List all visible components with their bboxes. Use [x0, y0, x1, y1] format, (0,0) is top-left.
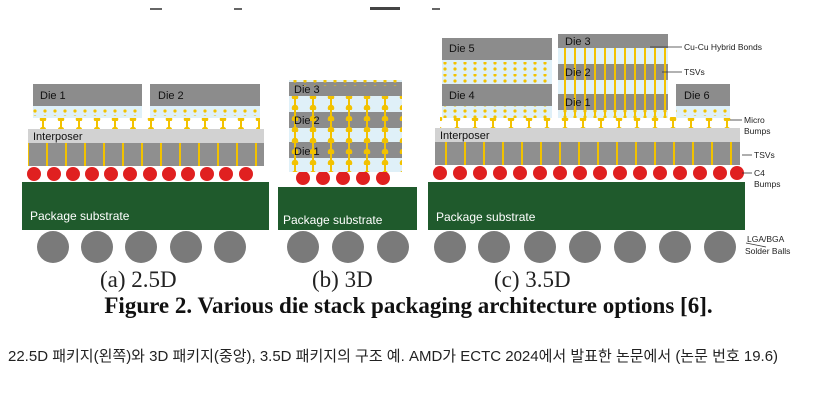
solder-balls-a: [37, 231, 246, 263]
die-2-label-c: Die 2: [565, 67, 591, 79]
c4-bumps-b: [296, 171, 390, 185]
lga-bga-label: LGA/BGA: [747, 234, 785, 244]
hybrid-bonds-label: Cu-Cu Hybrid Bonds: [684, 42, 762, 52]
die-1-label-b: Die 1: [294, 146, 320, 158]
die-5-4-stack-c: [442, 38, 552, 118]
die-2-label-a: Die 2: [158, 90, 184, 102]
interposer-label-a: Interposer: [33, 131, 83, 143]
die-3-label-c: Die 3: [565, 36, 591, 48]
panel-2-5d: Package substrate Interposer Die 1: [22, 84, 269, 263]
c4-bumps-label-1: C4: [754, 168, 765, 178]
die-1-label-c: Die 1: [565, 97, 591, 109]
panel-3d: Package substrate Die 3 Die 2 Die 1: [278, 80, 417, 263]
die-1-label-a: Die 1: [40, 90, 66, 102]
die-2-a: [150, 84, 260, 118]
die-stack-b: [289, 80, 402, 172]
subfigure-label-b: (b) 3D: [312, 267, 373, 292]
c4-bumps-c: [433, 166, 744, 180]
micro-bumps-label-2: Bumps: [744, 126, 770, 136]
package-substrate-a: [22, 182, 269, 230]
die-1-a: [33, 84, 142, 118]
solder-balls-b: [287, 231, 409, 263]
die-6-label-c: Die 6: [684, 90, 710, 102]
solder-balls-c: [434, 231, 736, 263]
package-substrate-c: [428, 182, 745, 230]
package-substrate-label-b: Package substrate: [283, 213, 383, 227]
packaging-diagram: Package substrate Interposer Die 1: [22, 7, 790, 292]
package-substrate-label-c: Package substrate: [436, 210, 536, 224]
solder-balls-label: Solder Balls: [745, 246, 790, 256]
subfigure-label-a: (a) 2.5D: [100, 267, 177, 292]
subfigure-label-c: (c) 3.5D: [494, 267, 571, 292]
figure-title: Figure 2. Various die stack packaging ar…: [104, 293, 713, 318]
annotation-lines: [650, 46, 767, 248]
c4-bumps-label-2: Bumps: [754, 179, 780, 189]
die-2-label-b: Die 2: [294, 115, 320, 127]
die-3-label-b: Die 3: [294, 84, 320, 96]
package-substrate-b: [278, 187, 417, 230]
micro-bumps-c: [440, 117, 735, 128]
micro-bumps-a: [32, 118, 260, 129]
image-caption: 22.5D 패키지(왼쪽)와 3D 패키지(중앙), 3.5D 패키지의 구조 …: [8, 348, 779, 365]
panel-3-5d: Package substrate Interposer: [428, 34, 790, 263]
die-3-2-1-stack-c: [558, 34, 668, 118]
interposer-label-c: Interposer: [440, 130, 490, 142]
c4-bumps-a: [27, 167, 253, 181]
die-5-label-c: Die 5: [449, 43, 475, 55]
tsvs-label-top: TSVs: [684, 67, 705, 77]
tsvs-label-bottom: TSVs: [754, 150, 775, 160]
package-substrate-label-a: Package substrate: [30, 209, 130, 223]
die-6-c: [676, 84, 730, 118]
die-4-label-c: Die 4: [449, 90, 475, 102]
micro-bumps-label-1: Micro: [744, 115, 765, 125]
